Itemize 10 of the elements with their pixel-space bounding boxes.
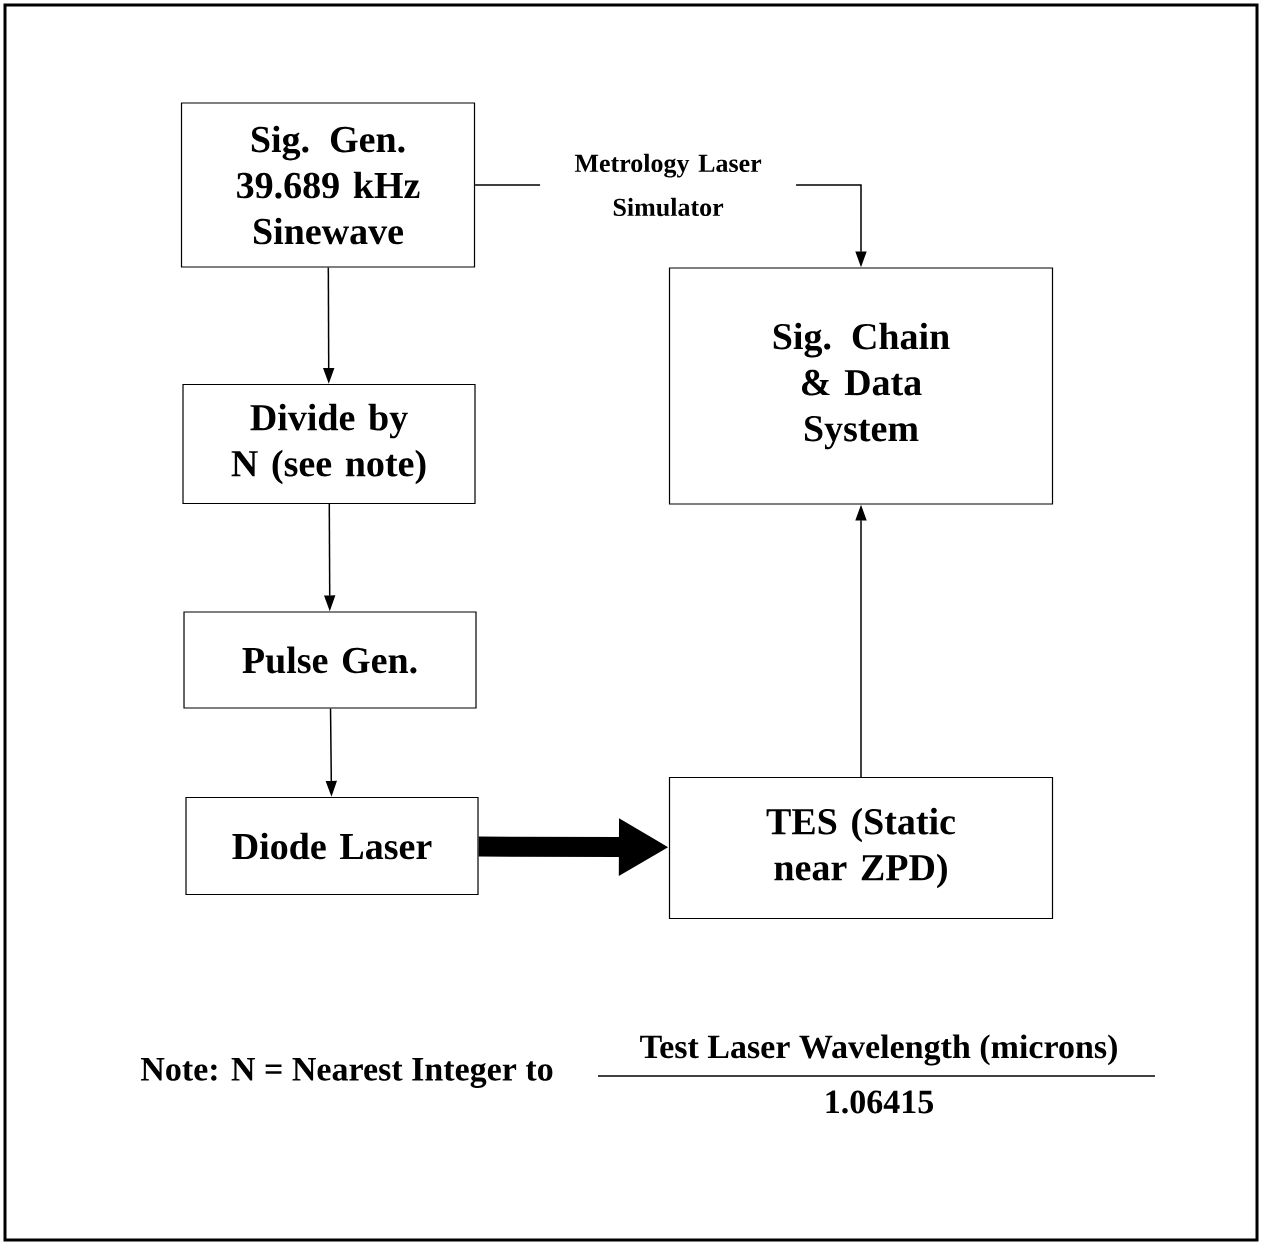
fraction-numerator: Test Laser Wavelength (microns) (640, 1034, 1117, 1066)
process-box: Divide by N (see note) (182, 383, 476, 505)
process-box: Pulse Gen. (183, 611, 477, 709)
process-box: Sig. Chain & Data System (668, 267, 1054, 505)
note-text: Note: N = Nearest Integer to (140, 1058, 553, 1088)
edge-label: Metrology Laser Simulator (540, 150, 797, 220)
process-box: TES (Static near ZPD) (668, 776, 1054, 920)
fraction-denominator: 1.06415 (826, 1090, 933, 1114)
process-box: Diode Laser (185, 796, 479, 896)
process-box: Sig. Gen. 39.689 kHz Sinewave (180, 102, 476, 268)
